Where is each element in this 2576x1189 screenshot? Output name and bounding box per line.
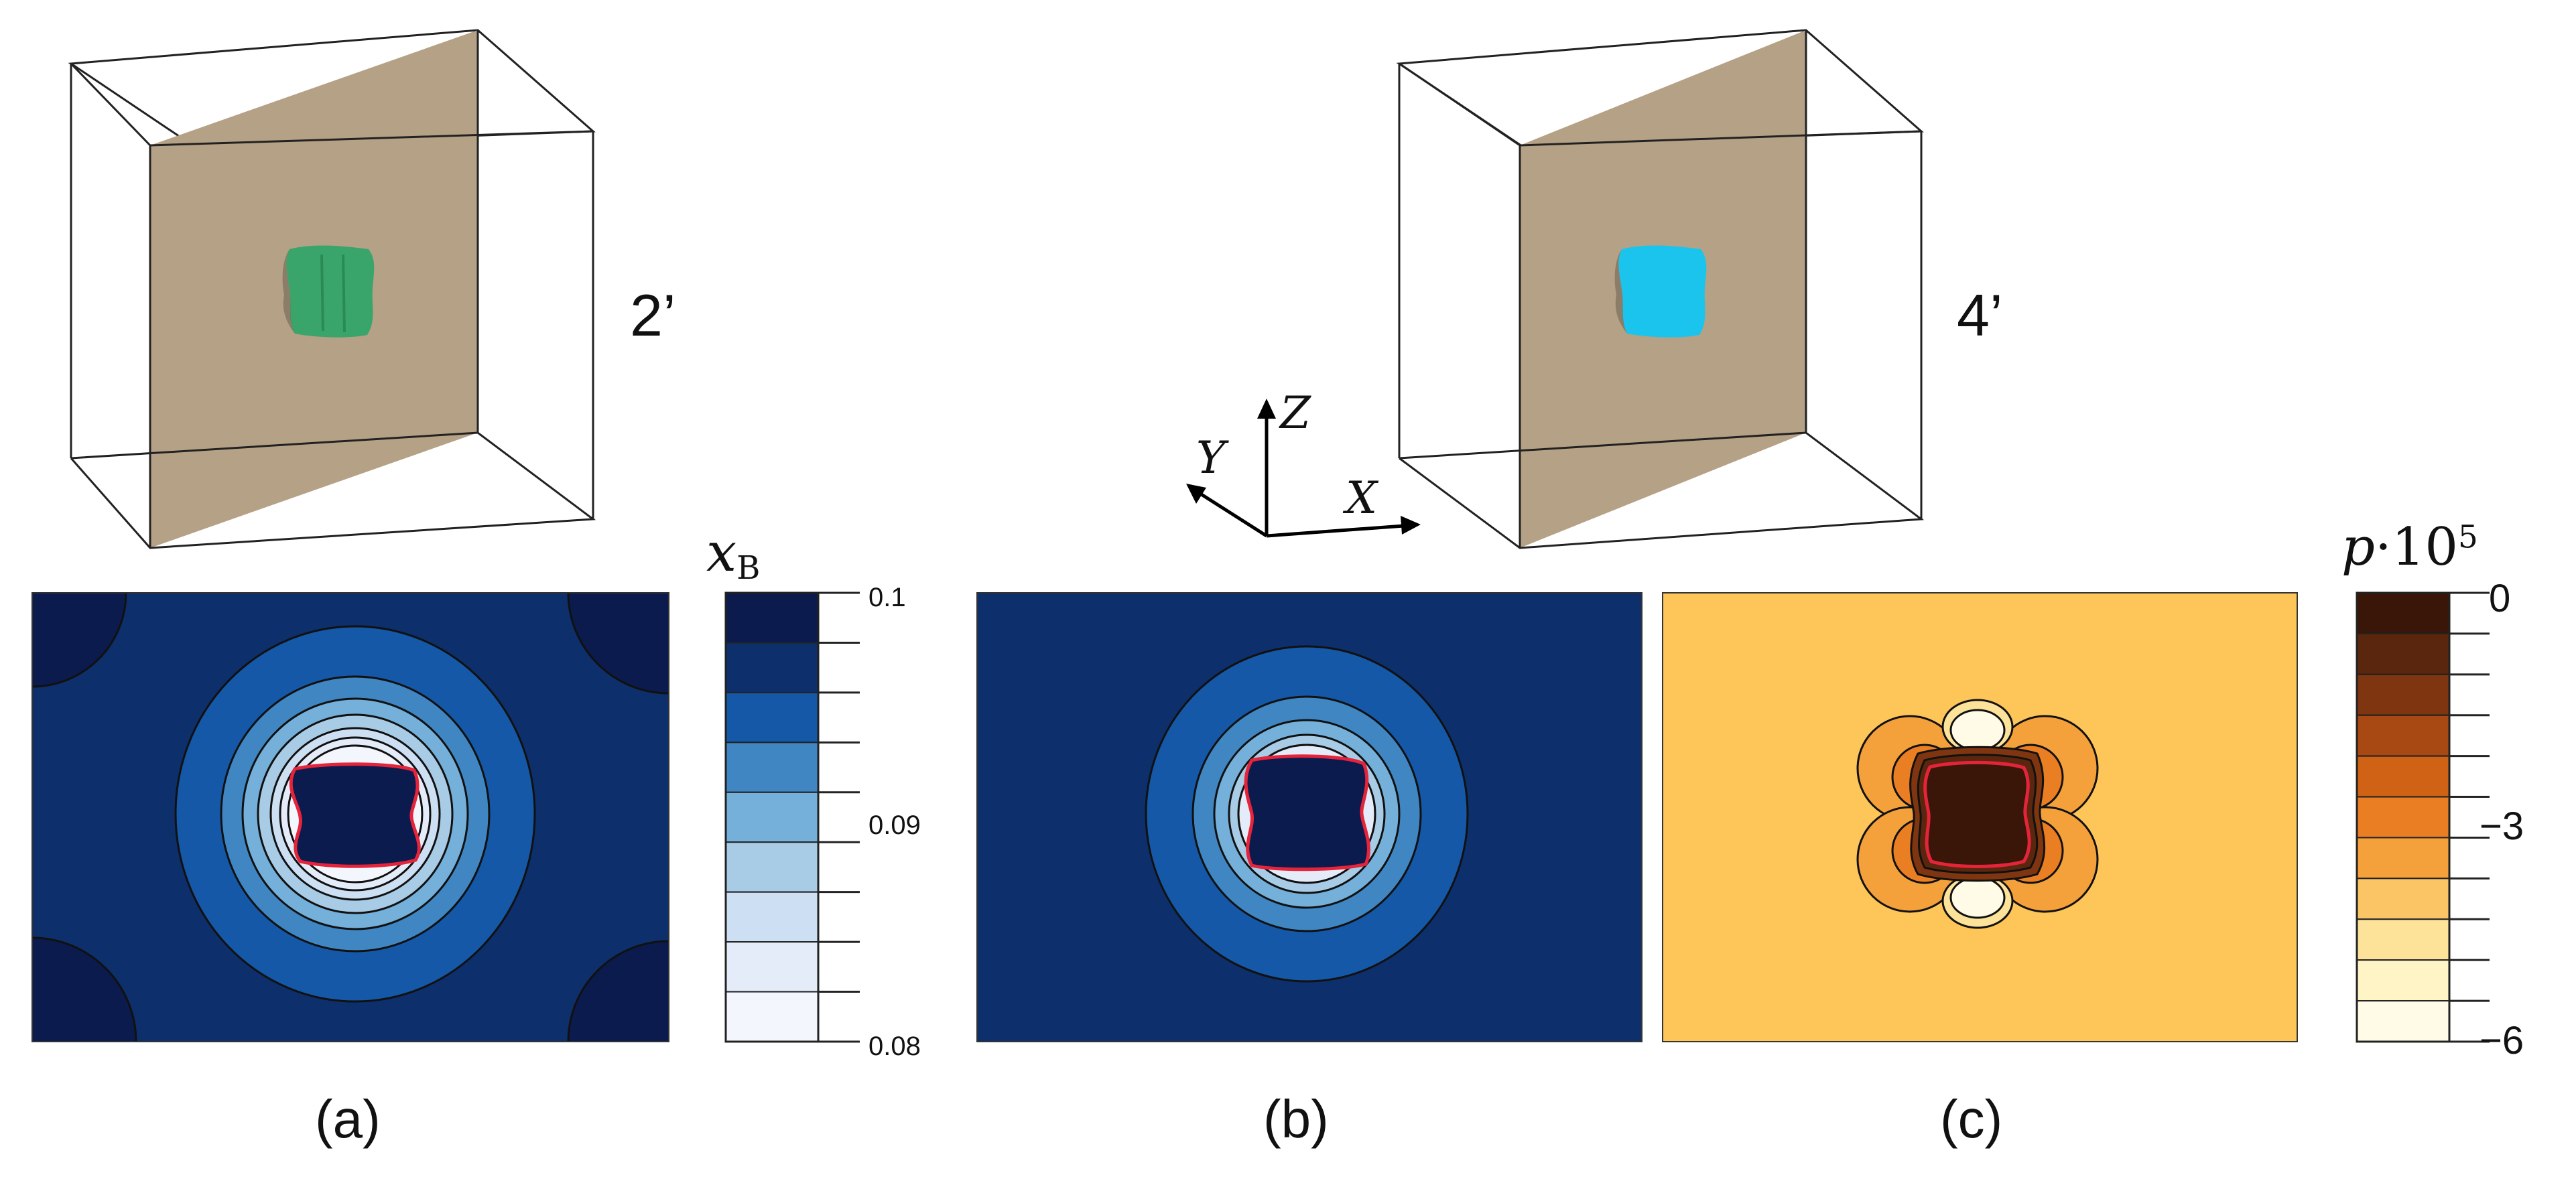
cube-state-4 bbox=[1396, 29, 1925, 549]
axis-label-x: X bbox=[1346, 472, 1377, 524]
colorbar-level bbox=[2356, 755, 2450, 798]
panel-label-b: (b) bbox=[1263, 1089, 1329, 1149]
pressure-exponent: 5 bbox=[2458, 519, 2478, 556]
pressure-dot: · bbox=[2374, 517, 2392, 577]
colorbar-frame bbox=[2356, 591, 2451, 1043]
colorbar-level bbox=[2356, 714, 2450, 757]
contour-plot-b bbox=[977, 593, 1642, 1042]
colorbar-level bbox=[2356, 592, 2450, 634]
colorbar-pressure bbox=[2356, 591, 2490, 1043]
state-label-4: 4’ bbox=[1957, 282, 2003, 348]
pressure-symbol: p bbox=[2341, 517, 2375, 577]
colorbar-composition-title: xB bbox=[706, 521, 760, 587]
panel-label-c: (c) bbox=[1940, 1089, 2003, 1149]
colorbar-level bbox=[725, 841, 819, 893]
composition-symbol: x bbox=[706, 521, 737, 583]
cube-state-2 bbox=[68, 29, 596, 549]
pressure-base: 10 bbox=[2391, 517, 2458, 577]
colorbar-composition bbox=[724, 591, 860, 1043]
precipitate-green-shape bbox=[286, 245, 375, 338]
tick-pressure-bottom: −6 bbox=[2480, 1019, 2524, 1062]
tick-composition-top: 0.1 bbox=[868, 583, 906, 612]
axis-triad bbox=[1186, 399, 1421, 538]
colorbar-frame bbox=[724, 591, 820, 1043]
colorbar-level bbox=[2356, 632, 2450, 675]
panel-label-a: (a) bbox=[315, 1089, 381, 1149]
colorbar-level bbox=[2356, 1000, 2450, 1043]
interface-contour-a bbox=[289, 762, 421, 868]
tick-pressure-mid: −3 bbox=[2480, 805, 2524, 848]
colorbar-level bbox=[725, 991, 819, 1042]
precipitate-cyan-shape bbox=[1618, 245, 1707, 338]
interface-contour-c bbox=[1923, 760, 2031, 868]
colorbar-level bbox=[2356, 918, 2450, 961]
colorbar-level bbox=[725, 691, 819, 744]
colorbar-level bbox=[725, 642, 819, 693]
tick-pressure-top: 0 bbox=[2489, 577, 2511, 620]
colorbar-level bbox=[2356, 878, 2450, 920]
colorbar-level bbox=[2356, 673, 2450, 716]
tick-composition-bottom: 0.08 bbox=[868, 1032, 921, 1061]
colorbar-level bbox=[2356, 837, 2450, 880]
state-label-2: 2’ bbox=[630, 282, 676, 348]
colorbar-level bbox=[725, 941, 819, 993]
colorbar-level bbox=[725, 592, 819, 644]
contour-plot-a bbox=[32, 593, 669, 1042]
colorbar-level bbox=[725, 791, 819, 843]
colorbar-level bbox=[2356, 959, 2450, 1002]
colorbar-level bbox=[725, 742, 819, 793]
composition-subscript: B bbox=[736, 549, 761, 587]
interface-contour-b bbox=[1244, 754, 1370, 871]
colorbar-level bbox=[2356, 796, 2450, 839]
contour-plot-c bbox=[1663, 593, 2297, 1042]
tick-composition-mid: 0.09 bbox=[868, 811, 921, 840]
colorbar-level bbox=[725, 891, 819, 943]
axis-label-y: Y bbox=[1196, 432, 1226, 484]
colorbar-pressure-title: p·105 bbox=[2341, 517, 2478, 577]
axis-label-z: Z bbox=[1280, 387, 1311, 439]
